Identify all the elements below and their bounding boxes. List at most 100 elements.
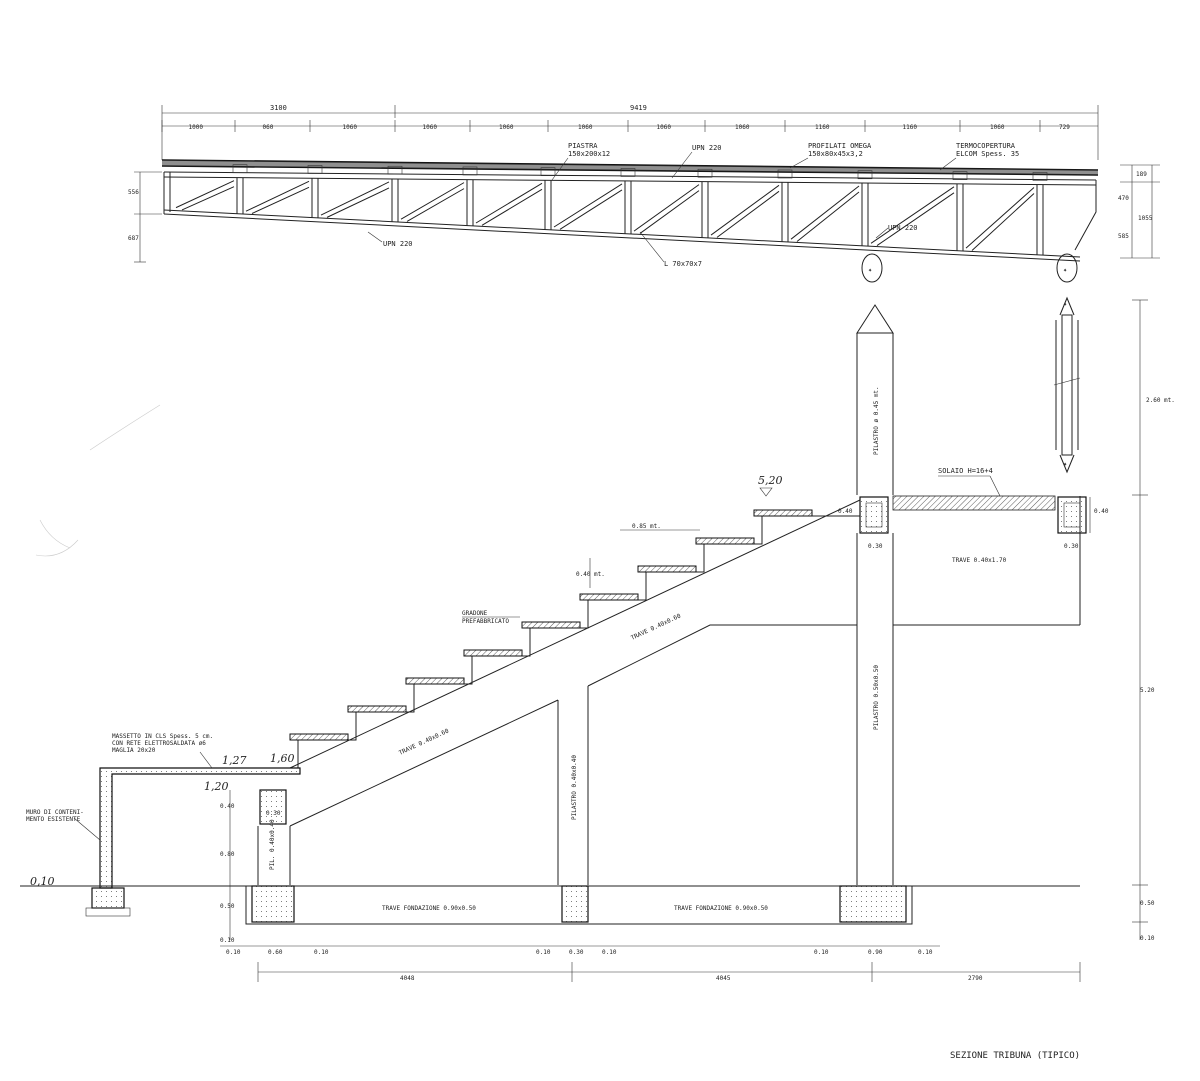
label-termocopertura: TERMOCOPERTURA (956, 142, 1016, 150)
truss-vertical (544, 180, 552, 230)
step-caps (289, 509, 813, 741)
label-trave-fond-2: TRAVE FONDAZIONE 0.90x0.50 (674, 905, 768, 912)
span-dim-label: 1160 (815, 124, 830, 131)
label-prefabbricato: PREFABBRICATO (462, 618, 509, 625)
bottom-dim-c2: 0.10 (918, 949, 933, 956)
dim-085: 0.85 mt. (632, 523, 661, 530)
level-160: 1,60 (270, 752, 295, 765)
truss-diagonal (790, 185, 860, 242)
span-dim-label: 060 (263, 124, 274, 131)
bottom-dim-a0: 0.10 (226, 949, 241, 956)
step-cap (289, 733, 349, 741)
label-pilastro-right: PILASTRO 0.50x0.50 (873, 665, 880, 730)
truss-diagonal (475, 182, 543, 226)
beam-section (859, 496, 889, 534)
label-muro-2: MENTO ESISTENTE (26, 816, 81, 823)
dim-left-556: 556 (128, 189, 139, 196)
truss-vertical (1036, 184, 1044, 255)
dim-030-left: 0.30 (266, 810, 281, 817)
span-dim-label: 729 (1059, 124, 1070, 131)
label-pil-small: PIL. 0.40x0.40 (269, 819, 276, 870)
overall-dim-3: 2790 (968, 975, 983, 982)
dim-520: 5.20 (1140, 687, 1155, 694)
dim-040-small: 0.40 (838, 508, 853, 515)
dim-080-left: 0.80 (220, 851, 235, 858)
bottom-dim-a2: 0.10 (314, 949, 329, 956)
span-dim-label: 1060 (990, 124, 1005, 131)
column-upper (856, 333, 894, 495)
span-dim-label: 1060 (343, 124, 358, 131)
level-010: 0,10 (30, 875, 55, 888)
dim-030-a: 0.30 (868, 543, 883, 550)
label-profilati: PROFILATI OMEGA (808, 142, 872, 150)
truss-vertical (781, 182, 789, 242)
dim-260: 2.60 mt. (1146, 397, 1175, 404)
span-dim-label: 1060 (657, 124, 672, 131)
dim-sub-top: 3100 (270, 104, 287, 112)
truss-diagonal (553, 183, 623, 230)
label-piastra: PIASTRA (568, 142, 598, 150)
label-massetto-1: MASSETTO IN CLS Spess. 5 cm. (112, 733, 213, 740)
truss-diagonal (633, 184, 700, 234)
truss-vertical (701, 181, 709, 238)
step-cap (695, 537, 755, 545)
floor-slab (892, 495, 1056, 511)
step-cap (463, 649, 523, 657)
label-trave-240: TRAVE 0.40x1.70 (952, 557, 1007, 564)
label-solaio: SOLAIO H=16+4 (938, 467, 993, 475)
bottom-dim-b0: 0.10 (536, 949, 551, 956)
label-massetto-3: MAGLIA 20x20 (112, 747, 156, 754)
bottom-dim-c0: 0.10 (814, 949, 829, 956)
dim-right-1055: 1055 (1138, 215, 1153, 222)
stand-cross-section: PILASTRO ø 0.45 mt. ✦ ✦ 2.60 mt. 5.20 0.… (20, 296, 1175, 1061)
level-120: 1,20 (204, 780, 229, 793)
step-cap (405, 677, 465, 685)
truss-vertical (466, 179, 474, 226)
span-dim-label: 1060 (499, 124, 514, 131)
dim-040-right: 0.40 (1094, 508, 1109, 515)
step-cap (637, 565, 697, 573)
svg-text:✦: ✦ (1063, 266, 1068, 274)
label-muro-1: MURO DI CONTENI- (26, 809, 84, 816)
label-upn-bottom-right: UPN 220 (888, 224, 918, 232)
level-520: 5,20 (758, 474, 783, 487)
step-cap (579, 593, 639, 601)
truss-diagonal (400, 182, 465, 222)
dim-030-b: 0.30 (1064, 543, 1079, 550)
step-cap (753, 509, 813, 517)
truss-vertical (236, 177, 244, 214)
overall-dim-2: 4045 (716, 975, 731, 982)
dim-right-585: 585 (1118, 233, 1129, 240)
label-trave-upper: TRAVE 0.40x0.60 (630, 612, 682, 641)
overall-dim-1: 4048 (400, 975, 415, 982)
truss-vertical (624, 180, 632, 234)
label-profilati-size: 150x80x45x3,2 (808, 150, 863, 158)
step-cap (347, 705, 407, 713)
label-trave-lower: TRAVE 0.40x0.60 (398, 727, 450, 756)
truss-vertical (311, 178, 319, 218)
drawing-caption: SEZIONE TRIBUNA (TIPICO) (950, 1051, 1080, 1061)
truss-vertical (956, 183, 964, 251)
truss-diagonal (245, 180, 310, 214)
dim-left-687: 687 (128, 235, 139, 242)
bearing-plate (861, 253, 883, 283)
dim-010-left: 0.10 (220, 937, 235, 944)
label-pilastro-top: PILASTRO ø 0.45 mt. (873, 386, 880, 455)
truss-diagonal (175, 180, 235, 211)
span-dim-label: 1060 (423, 124, 438, 131)
label-massetto-2: CON RETE ELETTROSALDATA ø6 (112, 740, 206, 747)
bottom-dim-b2: 0.10 (602, 949, 617, 956)
svg-text:✦: ✦ (1063, 460, 1068, 468)
bearing-plate (1056, 253, 1078, 283)
svg-text:✦: ✦ (1063, 300, 1068, 308)
dim-040-step: 0.40 mt. (576, 571, 605, 578)
stepped-seating (290, 515, 860, 769)
truss-members (175, 164, 1048, 255)
bottom-dim-b1: 0.30 (569, 949, 584, 956)
dim-overall-top: 9419 (630, 104, 647, 112)
span-dim-label: 1160 (903, 124, 918, 131)
label-upn-top: UPN 220 (692, 144, 722, 152)
truss-vertical (861, 183, 869, 246)
